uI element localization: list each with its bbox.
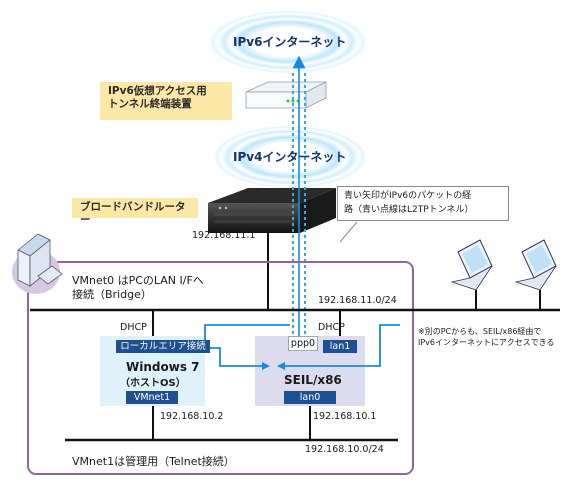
lan1-interface-label: lan1 [323, 340, 357, 353]
seil-title: SEIL/x86 [284, 373, 342, 387]
broadband-router-icon [208, 188, 336, 233]
windows-subtitle: （ホストOS） [120, 378, 186, 389]
other-pc-note: ※別のPCからも、SEIL/x86経由で IPv6インターネットにアクセスできる [418, 327, 555, 347]
lan0-interface-label: lan0 [284, 391, 336, 404]
seil-ip-label: 192.168.10.1 [313, 411, 377, 422]
windows-ip-label: 192.168.10.2 [160, 411, 224, 422]
ipv6-cloud-shape [208, 10, 368, 74]
local-area-connection-label: ローカルエリア接続 [116, 340, 210, 353]
seil-dhcp-label: DHCP [318, 322, 345, 333]
ipv4-internet-label: IPv4インターネット [233, 150, 347, 164]
vm-frame [27, 261, 414, 475]
ppp0-interface-label: ppp0 [288, 336, 318, 351]
windows-title: Windows 7 [126, 360, 200, 374]
ipv6-path-callout: 青い矢印がIPv6のパケットの経 路（青い点線はL2TPトンネル） [337, 186, 509, 221]
host-pc-icon [12, 233, 63, 294]
vmnet1-interface-label: VMnet1 [126, 391, 178, 404]
tunnel-device-icon [245, 81, 327, 109]
lan-network-label: 192.168.11.0/24 [318, 295, 397, 306]
broadband-router-label: ブロードバンドルーター [72, 198, 198, 226]
ipv6-internet-label: IPv6インターネット [233, 35, 347, 49]
vmnet1-label: VMnet1は管理用（Telnet接続） [72, 455, 235, 468]
laptop-icon-1 [450, 239, 493, 291]
vmnet0-label: VMnet0 はPCのLAN I/Fへ 接続（Bridge） [72, 274, 204, 301]
mgmt-network-label: 192.168.10.0/24 [305, 444, 384, 455]
windows-dhcp-label: DHCP [120, 322, 147, 333]
tunnel-device-label: IPv6仮想アクセス用 トンネル終端装置 [100, 82, 232, 120]
laptop-icon-2 [514, 239, 557, 291]
router-ip-label: 192.168.11.1 [192, 230, 256, 241]
ipv4-cloud-shape [212, 125, 368, 189]
